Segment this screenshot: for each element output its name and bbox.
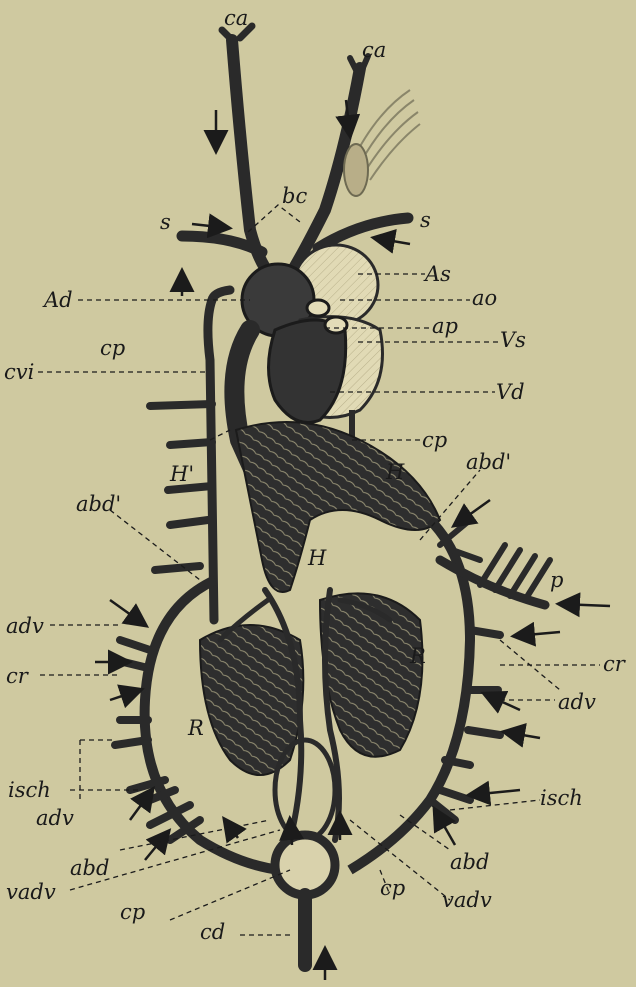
label-R-right: R [410, 646, 426, 667]
label-isch-right: isch [540, 788, 583, 809]
label-abd-left: abd [70, 858, 109, 879]
aorta-opening [307, 300, 329, 316]
left-lower-branches [115, 640, 200, 840]
label-Ad: Ad [44, 290, 73, 311]
label-cp-top: cp [100, 338, 125, 359]
label-s-left: s [160, 212, 171, 233]
label-H-lower: H [308, 548, 326, 569]
label-vadv-left: vadv [6, 882, 56, 903]
label-Vs: Vs [500, 330, 526, 351]
label-p: p [550, 570, 563, 591]
label-abd-prime-left: abd' [76, 494, 121, 515]
label-isch-left: isch [8, 780, 51, 801]
label-cp-bottom-left: cp [120, 902, 145, 923]
label-adv-right: adv [558, 692, 596, 713]
label-abd-right: abd [450, 852, 489, 873]
cvi-vein [208, 290, 230, 620]
label-ap: ap [432, 316, 458, 337]
label-abd-prime-right: abd' [466, 452, 511, 473]
label-H-prime: H' [170, 464, 194, 485]
label-H-upper: H [386, 462, 404, 483]
label-cr-right: cr [603, 654, 625, 675]
label-cvi: cvi [4, 362, 34, 383]
label-vadv-right: vadv [442, 890, 492, 911]
label-R-left: R [188, 718, 204, 739]
label-ca-left: ca [224, 8, 248, 29]
label-cd: cd [200, 922, 225, 943]
label-s-right: s [420, 210, 431, 231]
label-cp-bottom-right: cp [380, 878, 405, 899]
bottom-ring [275, 835, 335, 895]
label-adv-left-top: adv [6, 616, 44, 637]
label-As: As [425, 264, 451, 285]
label-adv-left-bottom: adv [36, 808, 74, 829]
kidney-right [320, 593, 423, 756]
label-cr-left: cr [6, 666, 28, 687]
subclavian-vessels [182, 218, 408, 252]
label-bc: bc [282, 186, 307, 207]
left-side-branches [150, 404, 212, 570]
label-ao: ao [472, 288, 497, 309]
label-cp-mid: cp [422, 430, 447, 451]
label-Vd: Vd [496, 382, 525, 403]
liver-H [236, 422, 440, 592]
pulmonary-opening [325, 317, 347, 333]
label-ca-right: ca [362, 40, 386, 61]
